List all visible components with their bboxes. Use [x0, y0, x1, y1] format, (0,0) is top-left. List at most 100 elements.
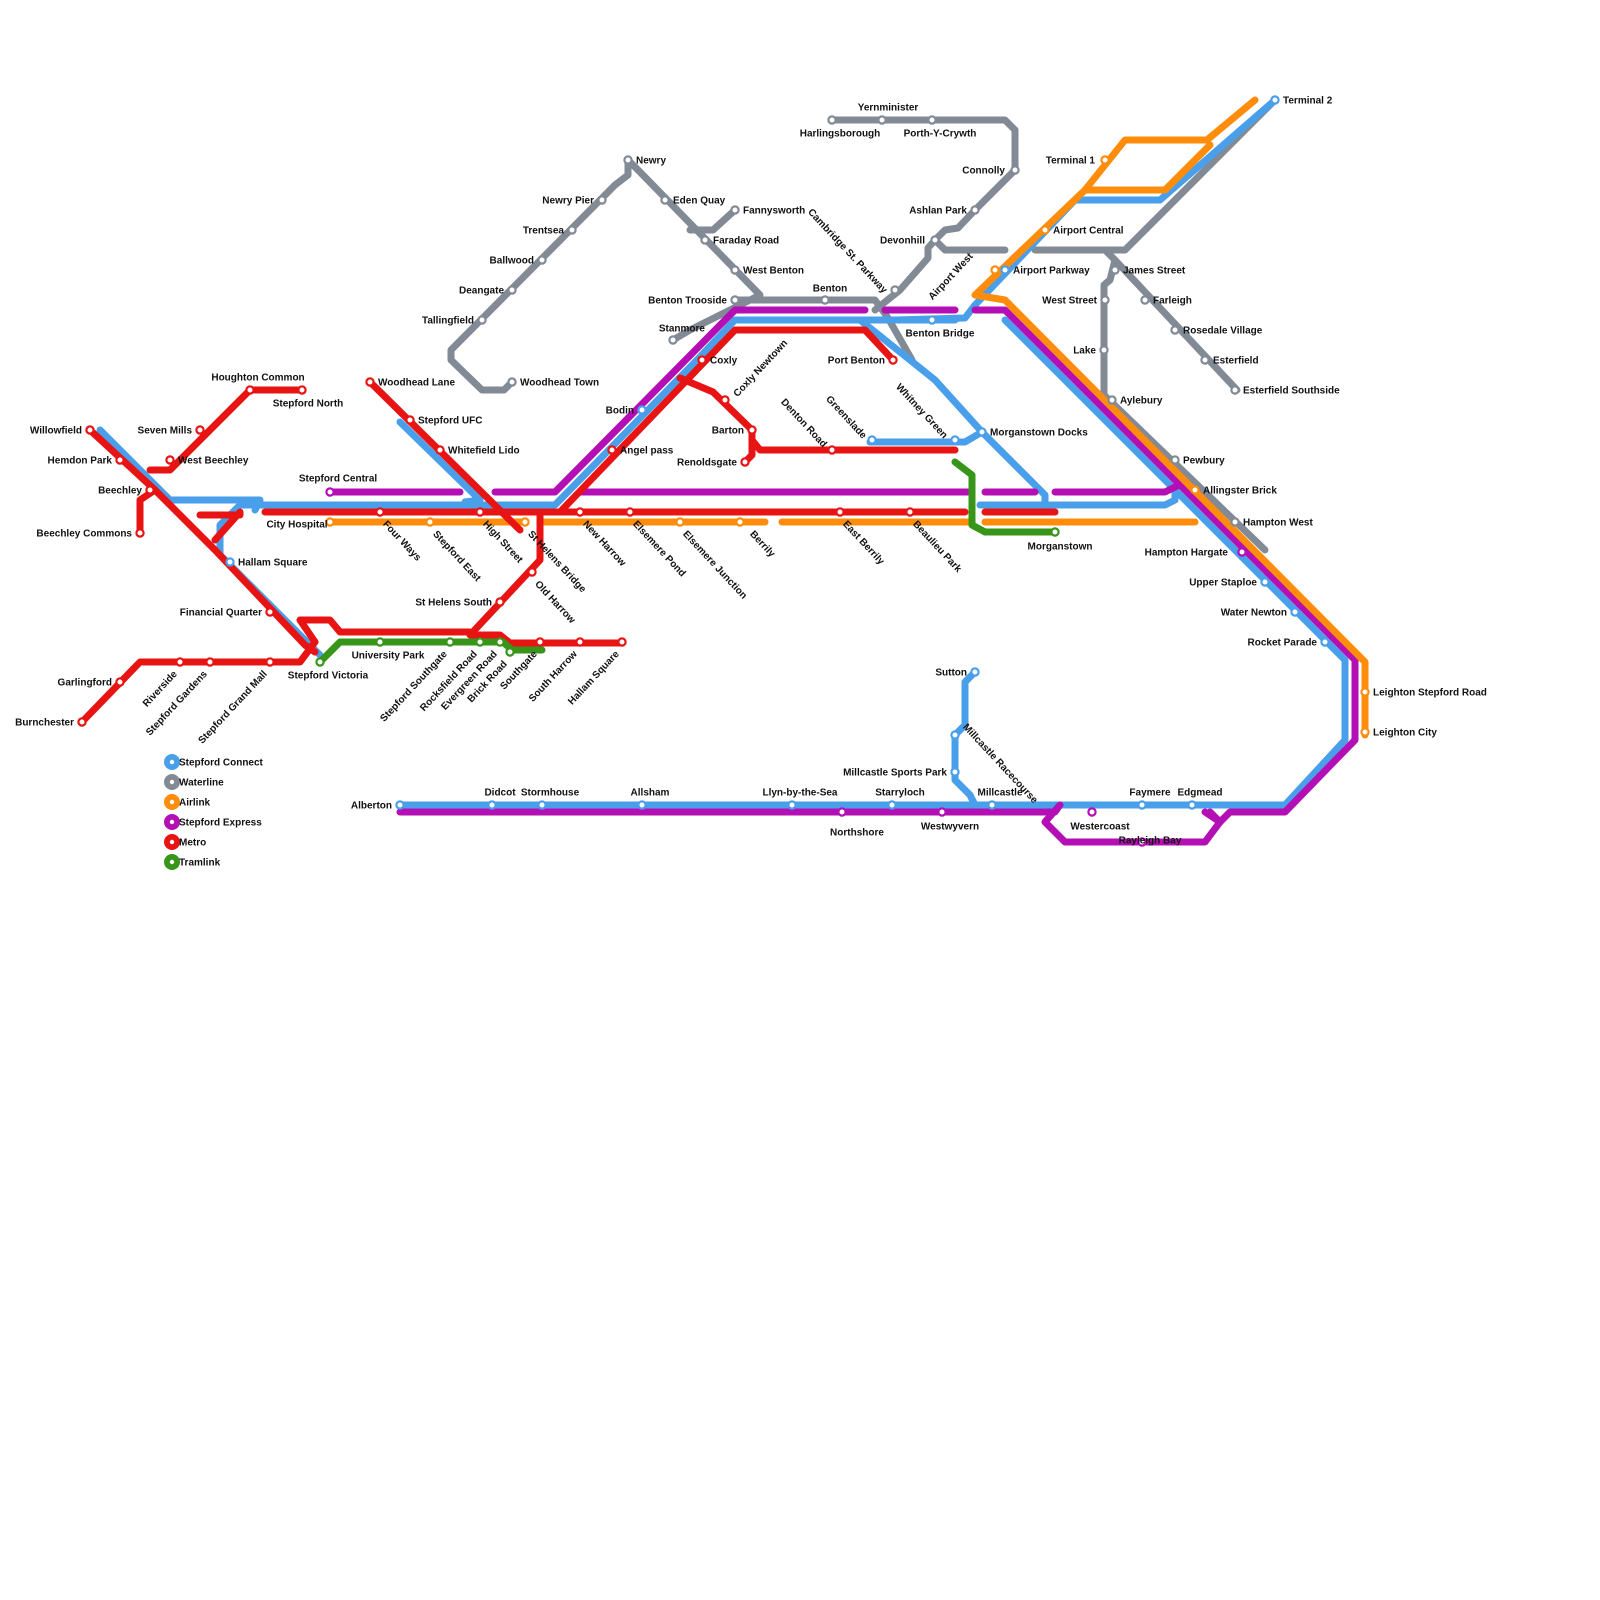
station-stop-st-helens-south[interactable] — [496, 598, 503, 605]
station-stop-rocket-parade[interactable] — [1321, 638, 1328, 645]
station-stop-stepford-grand-mall[interactable] — [266, 658, 273, 665]
station-stop-leighton-stepford-road[interactable] — [1361, 688, 1368, 695]
station-stop-stepford-east[interactable] — [426, 518, 433, 525]
station-stop-pewbury[interactable] — [1171, 456, 1178, 463]
station-stop-elsemere-pond[interactable] — [626, 508, 633, 515]
station-stop-leighton-city[interactable] — [1361, 728, 1368, 735]
station-stop-terminal-1[interactable] — [1101, 156, 1108, 163]
station-stop-devonhill[interactable] — [931, 236, 938, 243]
station-stop-hemdon-park[interactable] — [116, 456, 123, 463]
station-stop-sutton[interactable] — [971, 668, 978, 675]
station-stop-westercoast[interactable] — [1088, 808, 1095, 815]
station-stop-farleigh[interactable] — [1141, 296, 1148, 303]
station-stop-willowfield[interactable] — [86, 426, 93, 433]
station-stop-greenslade[interactable] — [868, 436, 875, 443]
station-stop-riverside[interactable] — [176, 658, 183, 665]
station-stop-deangate[interactable] — [508, 286, 515, 293]
station-stop-alberton[interactable] — [396, 801, 403, 808]
station-stop-stormhouse[interactable] — [538, 801, 545, 808]
station-stop-rocksfield-road[interactable] — [476, 638, 483, 645]
station-stop-yernminister[interactable] — [878, 116, 885, 123]
station-stop-university-park[interactable] — [376, 638, 383, 645]
station-stop-trentsea[interactable] — [568, 226, 575, 233]
station-stop-stepford-gardens[interactable] — [206, 658, 213, 665]
station-stop-stepford-southgate[interactable] — [446, 638, 453, 645]
station-stop-hampton-west[interactable] — [1231, 518, 1238, 525]
station-stop-stepford-north[interactable] — [298, 386, 305, 393]
station-stop-west-street[interactable] — [1101, 296, 1108, 303]
station-stop-evergreen-road[interactable] — [496, 638, 503, 645]
station-stop-whitefield-lido[interactable] — [436, 446, 443, 453]
station-stop-water-newton[interactable] — [1291, 608, 1298, 615]
station-stop-aylebury[interactable] — [1108, 396, 1115, 403]
station-stop-stanmore[interactable] — [669, 336, 676, 343]
station-stop-allingster-brick[interactable] — [1191, 486, 1198, 493]
station-stop-ashlan-park[interactable] — [971, 206, 978, 213]
station-stop-upper-staploe[interactable] — [1261, 578, 1268, 585]
station-stop-hallam-square-2[interactable] — [618, 638, 625, 645]
station-stop-south-harrow[interactable] — [576, 638, 583, 645]
station-stop-coxly-newtown[interactable] — [721, 396, 728, 403]
station-stop-millcastle-sports-park[interactable] — [951, 768, 958, 775]
station-stop-tallingfield[interactable] — [478, 316, 485, 323]
station-stop-elsemere-junction[interactable] — [676, 518, 683, 525]
station-stop-beaulieu-park[interactable] — [906, 508, 913, 515]
station-stop-esterfield-southside[interactable] — [1231, 386, 1238, 393]
station-stop-st-helens-bridge[interactable] — [521, 518, 528, 525]
station-stop-angel-pass[interactable] — [608, 446, 615, 453]
station-stop-old-harrow[interactable] — [528, 568, 535, 575]
station-stop-four-ways[interactable] — [376, 508, 383, 515]
station-stop-esterfield[interactable] — [1201, 356, 1208, 363]
station-stop-faraday-road[interactable] — [701, 236, 708, 243]
station-stop-hampton-hargate[interactable] — [1238, 548, 1245, 555]
station-stop-cambridge-st-parkway[interactable] — [891, 286, 898, 293]
station-stop-allsham[interactable] — [638, 801, 645, 808]
station-stop-whitney-green[interactable] — [951, 436, 958, 443]
station-stop-benton-bridge[interactable] — [928, 316, 935, 323]
station-stop-westwyvern[interactable] — [938, 808, 945, 815]
station-stop-east-berrily[interactable] — [836, 508, 843, 515]
station-stop-barton[interactable] — [748, 426, 755, 433]
station-stop-benton[interactable] — [821, 296, 828, 303]
station-stop-airport-central[interactable] — [1041, 226, 1048, 233]
station-stop-stepford-victoria[interactable] — [316, 658, 323, 665]
station-stop-starryloch[interactable] — [888, 801, 895, 808]
station-stop-rosedale-village[interactable] — [1171, 326, 1178, 333]
station-stop-beechley-commons[interactable] — [136, 529, 143, 536]
station-stop-millcastle[interactable] — [988, 801, 995, 808]
station-stop-morganstown-docks[interactable] — [978, 428, 985, 435]
station-stop-benton-trooside[interactable] — [731, 296, 738, 303]
station-stop-seven-mills[interactable] — [196, 426, 203, 433]
station-stop-porth-y-crywth[interactable] — [928, 116, 935, 123]
station-stop-new-harrow[interactable] — [576, 508, 583, 515]
station-stop-airport-parkway[interactable] — [1001, 266, 1008, 273]
station-stop-burnchester[interactable] — [78, 718, 85, 725]
station-stop-millcastle-racecourse[interactable] — [951, 731, 958, 738]
station-stop-high-street[interactable] — [476, 508, 483, 515]
station-stop-beechley[interactable] — [146, 486, 153, 493]
station-stop-ballwood[interactable] — [538, 256, 545, 263]
station-stop-port-benton[interactable] — [889, 356, 896, 363]
station-stop-northshore[interactable] — [838, 808, 845, 815]
station-stop-harlingsborough[interactable] — [828, 116, 835, 123]
station-stop-hallam-square[interactable] — [226, 558, 233, 565]
station-stop-llyn-by-the-sea[interactable] — [788, 801, 795, 808]
station-stop-terminal-2[interactable] — [1271, 96, 1278, 103]
station-stop-edgmead[interactable] — [1188, 801, 1195, 808]
station-stop-didcot[interactable] — [488, 801, 495, 808]
station-stop-faymere[interactable] — [1138, 801, 1145, 808]
station-stop-airport-west[interactable] — [991, 266, 998, 273]
station-stop-woodhead-town[interactable] — [508, 378, 515, 385]
station-stop-fannysworth[interactable] — [731, 206, 738, 213]
station-stop-james-street[interactable] — [1111, 266, 1118, 273]
station-stop-coxly[interactable] — [698, 356, 705, 363]
station-stop-brick-road[interactable] — [506, 648, 513, 655]
station-stop-newry[interactable] — [624, 156, 631, 163]
station-stop-newry-pier[interactable] — [598, 196, 605, 203]
station-stop-west-benton[interactable] — [731, 266, 738, 273]
station-stop-garlingford[interactable] — [116, 678, 123, 685]
station-stop-southgate[interactable] — [536, 638, 543, 645]
station-stop-connolly[interactable] — [1011, 166, 1018, 173]
station-stop-financial-quarter[interactable] — [266, 608, 273, 615]
station-stop-west-beechley[interactable] — [166, 456, 173, 463]
